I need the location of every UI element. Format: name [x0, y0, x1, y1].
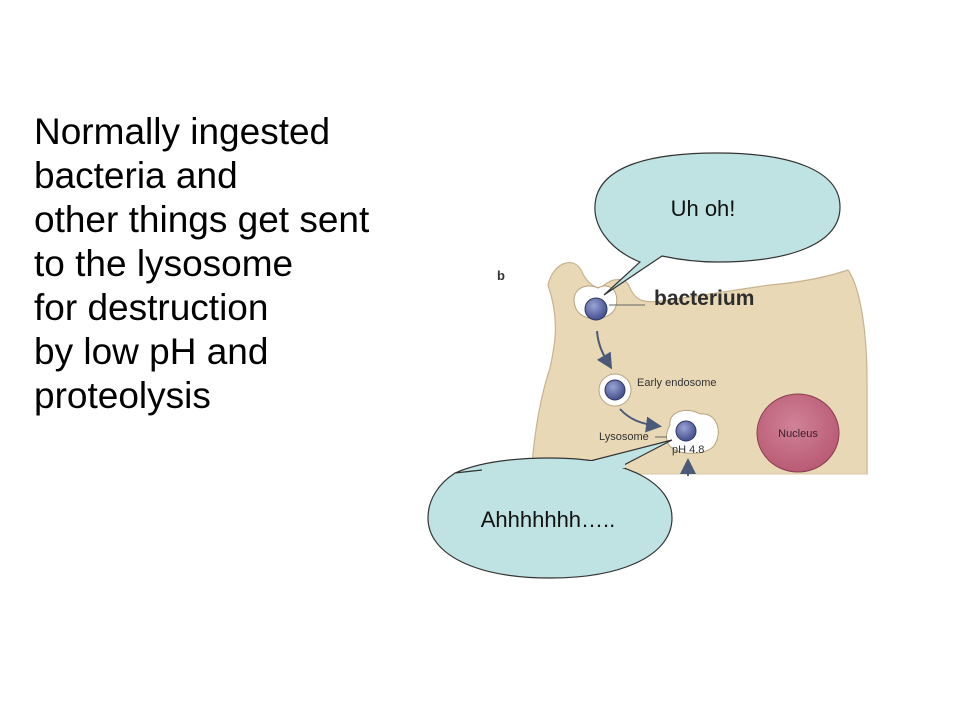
text-line: by low pH and: [34, 331, 269, 372]
early-endosome-label: Early endosome: [637, 377, 717, 389]
panel-letter: b: [497, 268, 505, 283]
nucleus-label: Nucleus: [778, 428, 818, 440]
bubble-top-text: Uh oh!: [671, 196, 736, 221]
speech-bubble-bottom: [427, 457, 673, 579]
lysosome-label: Lysosome: [599, 431, 649, 443]
text-line: proteolysis: [34, 375, 211, 416]
bacterium-entering: [584, 297, 608, 321]
tail-join-cover: [585, 461, 625, 468]
nucleus: [756, 393, 840, 473]
text-line: bacteria and: [34, 155, 238, 196]
bacterium-in-endosome: [604, 379, 626, 401]
bacterium-in-lysosome: [675, 420, 697, 442]
text-line: to the lysosome: [34, 243, 294, 284]
text-line: Normally ingested: [34, 111, 331, 152]
bacterium-label: bacterium: [654, 287, 754, 310]
bubble-bottom-text: Ahhhhhhh…..: [481, 507, 616, 532]
slide-main-text: Normally ingested bacteria and other thi…: [34, 110, 454, 418]
ph-label: pH 4.8: [672, 444, 704, 456]
text-line: other things get sent: [34, 199, 370, 240]
text-line: for destruction: [34, 287, 269, 328]
speech-bubble-top: [594, 152, 841, 296]
arrow-to-lysosome: [619, 408, 662, 433]
arrow-to-endosome: [596, 330, 613, 370]
